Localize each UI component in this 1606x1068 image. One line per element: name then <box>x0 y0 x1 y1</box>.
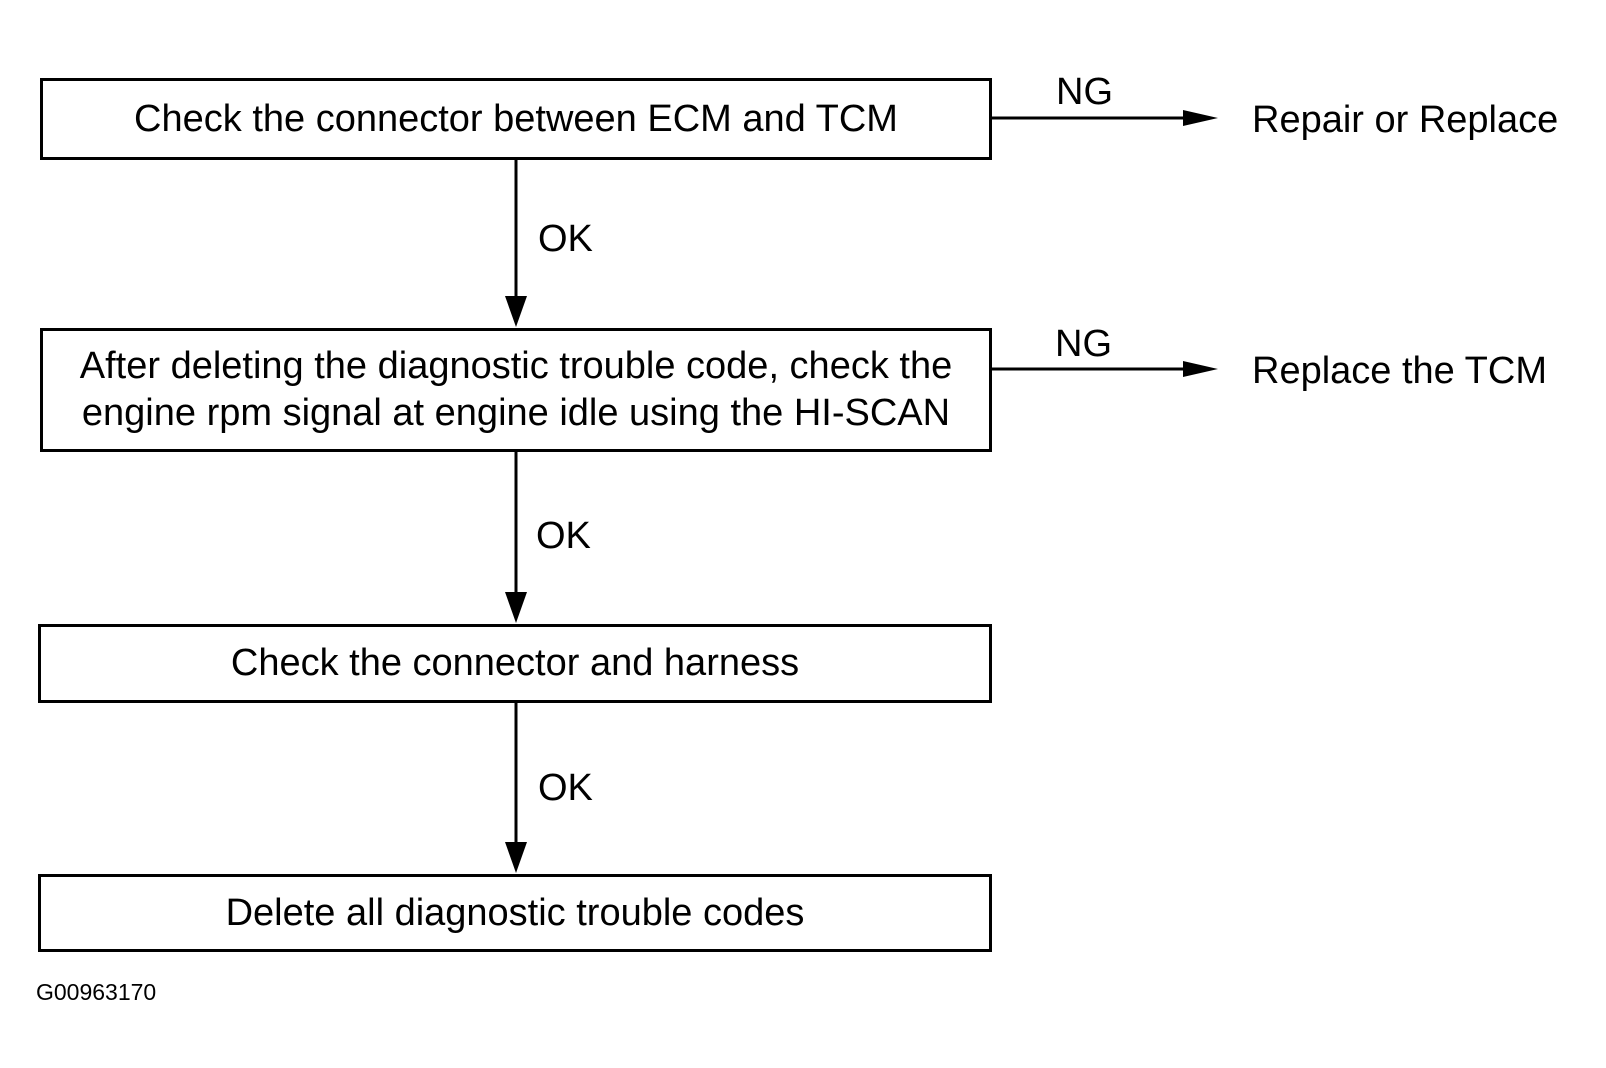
ok-label-3: OK <box>538 767 593 809</box>
ok-label-2: OK <box>536 515 591 557</box>
step-text: Check the connector and harness <box>230 642 800 684</box>
ng-label-1: NG <box>1056 71 1113 113</box>
ng-arrowhead-1 <box>1183 110 1218 126</box>
step-box-delete-trouble-codes: Delete all diagnostic trouble codes <box>38 874 992 952</box>
step-text-line-1: After deleting the diagnostic trouble co… <box>79 345 953 387</box>
ok-arrowhead-1 <box>505 296 527 327</box>
step-box-check-ecm-tcm-connector: Check the connector between ECM and TCM <box>40 78 992 160</box>
step-text-line-2: engine rpm signal at engine idle using t… <box>81 392 951 434</box>
ok-label-1: OK <box>538 218 593 260</box>
ng-outcome-repair-or-replace: Repair or Replace <box>1252 99 1559 141</box>
ok-arrowhead-3 <box>505 842 527 873</box>
ok-arrowhead-2 <box>505 592 527 623</box>
ng-label-2: NG <box>1055 323 1112 365</box>
figure-id: G00963170 <box>36 979 157 1005</box>
step-text: Delete all diagnostic trouble codes <box>225 891 805 934</box>
ng-outcome-replace-tcm: Replace the TCM <box>1252 350 1547 392</box>
step-box-check-engine-rpm-signal: After deleting the diagnostic trouble co… <box>40 328 992 452</box>
step-box-check-connector-harness: Check the connector and harness <box>38 624 992 703</box>
ng-arrowhead-2 <box>1183 361 1218 377</box>
step-text: Check the connector between ECM and TCM <box>134 97 898 140</box>
